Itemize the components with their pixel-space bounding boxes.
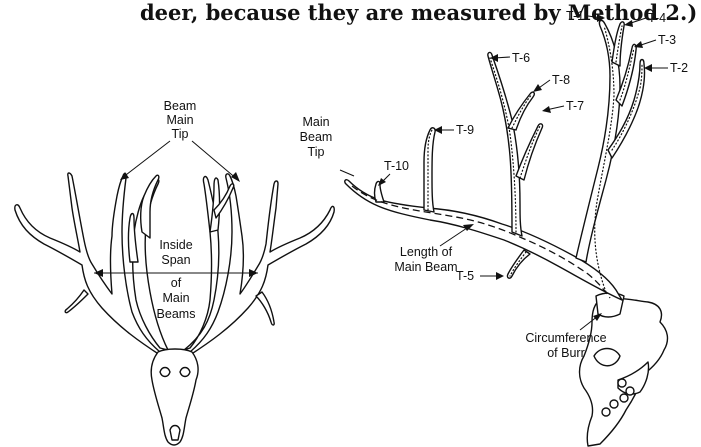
main-beam-tip-tick: [340, 170, 354, 176]
beam-main-tip-label: Beam Main Tip: [120, 99, 240, 182]
main-beam-tip-line3: Tip: [308, 145, 325, 159]
side-tooth: [610, 400, 618, 408]
label-t4: T-4: [648, 11, 666, 25]
inside-span-line5: Beams: [157, 307, 196, 321]
inside-span-line4: Main: [162, 291, 189, 305]
length-line1: Length of: [400, 245, 453, 259]
label-t3: T-3: [658, 33, 676, 47]
t5-arrowhead: [496, 272, 504, 280]
side-tooth: [602, 408, 610, 416]
front-left-tine-a: [141, 175, 159, 238]
circumference-line1: Circumference: [525, 331, 606, 345]
tine-t7: [516, 124, 543, 180]
front-skull-right-eye: [180, 368, 190, 377]
front-left-brow-tine: [65, 290, 88, 313]
label-t7: T-7: [566, 99, 584, 113]
length-arrow: [440, 226, 470, 246]
circumference-line2: of Burr: [547, 346, 585, 360]
front-skull-nose: [170, 426, 180, 441]
beam-main-tip-line3: Tip: [172, 127, 189, 141]
main-beam-tip-line1: Main: [302, 115, 329, 129]
inside-span-line3: of: [171, 276, 182, 290]
beam-tip-arrow-left: [122, 141, 170, 178]
t8-arrowhead: [533, 84, 542, 92]
tine-t6-main: [488, 52, 522, 236]
label-t1: T-1: [566, 9, 584, 23]
inside-span-line1: Inside: [159, 238, 192, 252]
label-t2: T-2: [670, 61, 688, 75]
t7-arrowhead: [542, 106, 551, 113]
inside-span-label: Inside Span of Main Beams: [157, 238, 196, 321]
inside-span-line2: Span: [161, 253, 190, 267]
label-t6: T-6: [512, 51, 530, 65]
label-t8: T-8: [552, 73, 570, 87]
tine-t9: [424, 128, 435, 212]
beam-main-tip-line2: Main: [166, 113, 193, 127]
label-t10: T-10: [384, 159, 409, 173]
beam-main-tip-line1: Beam: [164, 99, 197, 113]
side-tooth: [626, 387, 634, 395]
label-t9: T-9: [456, 123, 474, 137]
length-line2: Main Beam: [394, 260, 457, 274]
front-skull-left-eye: [160, 368, 170, 377]
side-tooth: [620, 394, 628, 402]
beam-tip-arrow-right: [192, 141, 238, 180]
side-tooth: [618, 379, 626, 387]
header-text: deer, because they are measured by Metho…: [140, 0, 697, 25]
front-right-brow-tine: [256, 292, 274, 325]
label-t5: T-5: [456, 269, 474, 283]
main-beam-tip-line2: Beam: [300, 130, 333, 144]
side-view-antler: [340, 20, 667, 446]
